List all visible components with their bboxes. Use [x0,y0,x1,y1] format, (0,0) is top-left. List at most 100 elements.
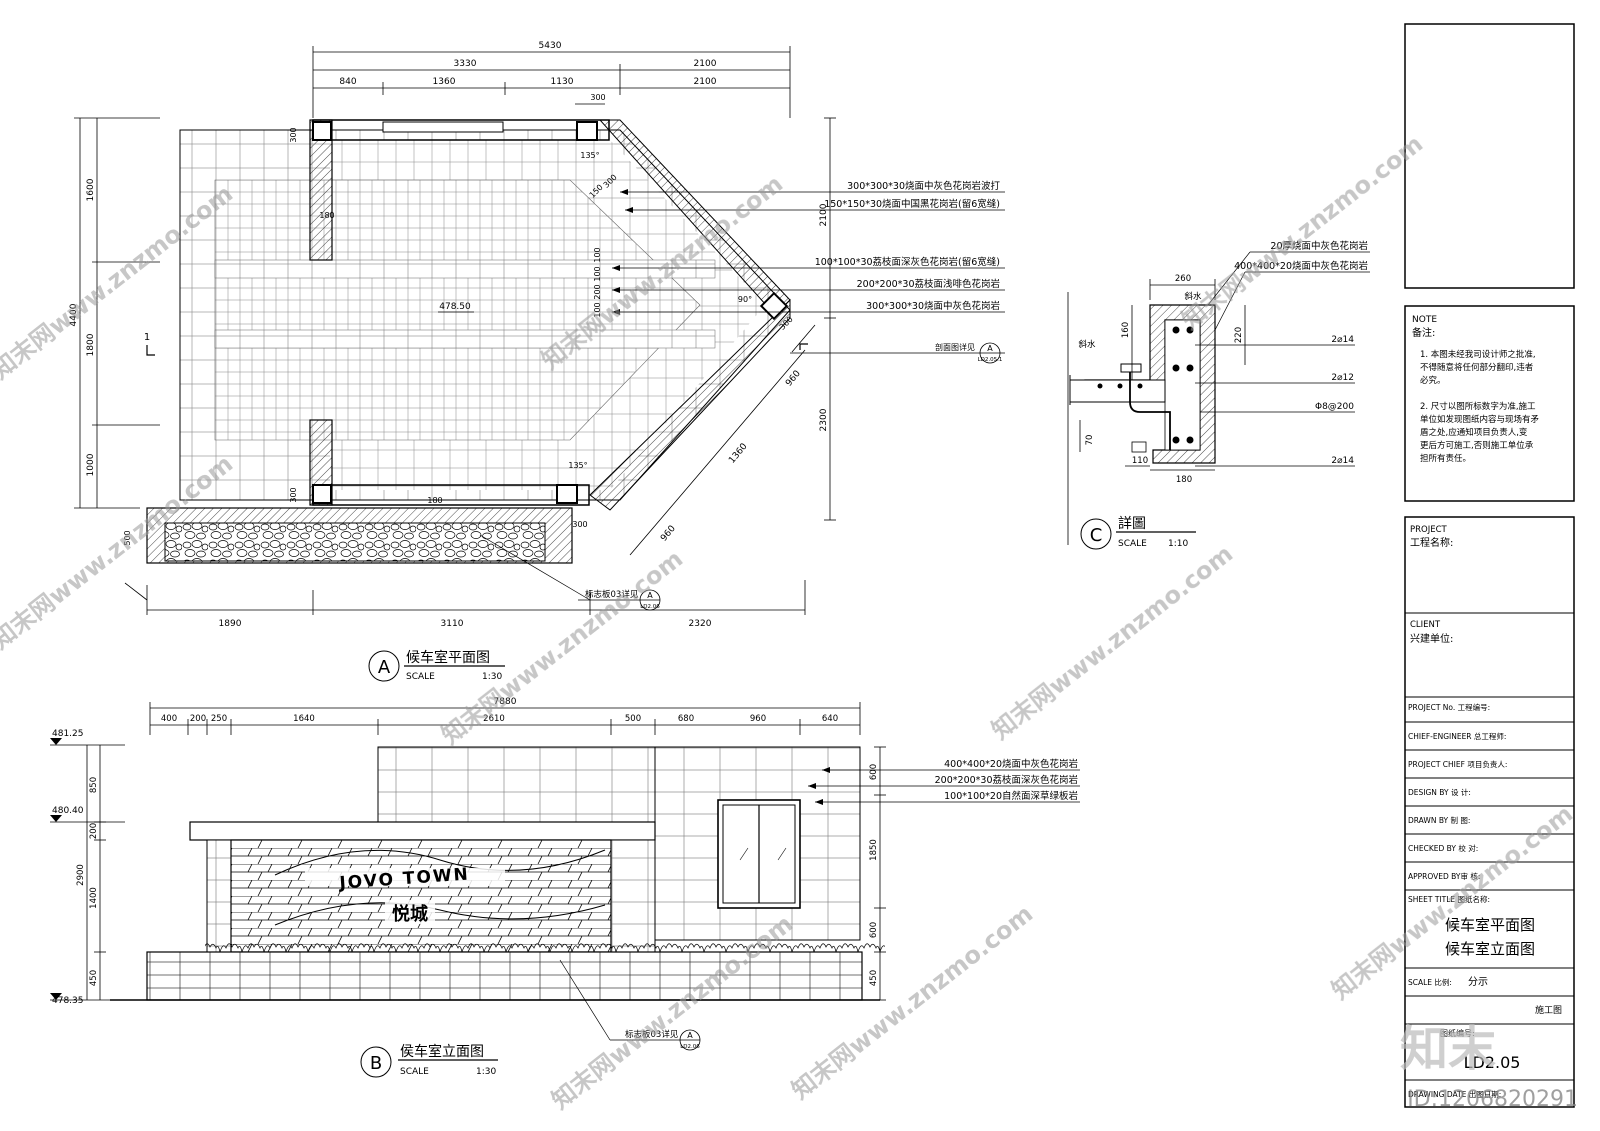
elev-dims-right [874,746,886,1001]
elev-level-3: 478.35 [52,996,84,1006]
plan-planter-pebbles [164,522,546,562]
tb-chief-engineer: CHIEF-ENGINEER 总工程师: [1408,731,1506,741]
plan-dim-1000: 1000 [86,453,96,476]
elev-sign-cn-bg [385,900,435,924]
elev-left-pier [206,839,232,953]
plan-dim-500-left: 500 [123,530,132,545]
tb-note-en: NOTE [1412,315,1437,325]
tb-scale-value: 分示 [1468,976,1488,988]
elev-dim-640: 640 [822,714,838,724]
detail-slope-1: 斜水 [1184,291,1202,302]
tb-project-en: PROJECT [1410,525,1448,535]
elev-dim-left-850: 850 [89,777,99,793]
detail-dim-70: 70 [1085,435,1095,446]
tb-project-no: PROJECT No. 工程编号: [1408,702,1490,712]
plan-dim-300-bot: 300 [572,520,587,529]
elev-dim-680: 680 [678,714,694,724]
plan-section-ref-tag: A [987,344,993,353]
plan-dim-small-4: 100 [593,302,602,317]
tb-note2-l4: 更后方可施工,否则施工单位承 [1420,440,1534,451]
elev-sign-ref-sheet: LD2.06 [680,1044,700,1050]
plan-callout-2: 150*150*30烧面中国黑花岗岩(留6宽缝) [824,198,1000,210]
plan-callout-4: 200*200*30荔枝面浅啡色花岗岩 [857,278,1000,290]
elev-window-glare-2 [777,847,787,861]
elev-callout-arrows [808,767,830,805]
elev-sign-wall [230,839,612,953]
plan-dims-top [312,46,791,118]
elev-sign-wave-2 [274,902,606,926]
elev-level-2: 480.40 [52,806,84,816]
plan-dim-1600: 1600 [86,178,96,201]
elev-dim-right-1850: 1850 [869,839,879,861]
detail-scale-label: SCALE [1118,539,1147,549]
plan-wall-diag-lower [589,298,791,511]
tb-drawn-by: DRAWN BY 制 图: [1408,815,1470,825]
plan-section-mark: 1 [144,332,150,343]
detail-rebar-4: 2⌀14 [1331,456,1354,466]
elev-dim-200: 200 [190,714,206,724]
elev-dim-right-450: 450 [869,970,879,986]
plan-window-top [382,121,504,133]
elev-callout-leaders [808,769,1080,803]
plan-dim-total: 5430 [539,41,562,51]
tb-project-cn: 工程名称: [1410,536,1453,549]
plan-floor-center [214,179,701,441]
plan-dim-4400: 4400 [69,303,79,326]
elev-scale-label: SCALE [400,1067,429,1077]
tb-note2-l3: 盾之处,应通知项目负责人,变 [1420,427,1528,438]
tb-sheet-title-2: 候车室立面图 [1445,940,1535,958]
detail-title-marker [1080,518,1112,550]
plan-dim-300: 300 [590,93,605,102]
watermark-logo: 知末 [1400,1021,1496,1077]
tb-client-en: CLIENT [1410,620,1441,630]
tb-date-row: DRAWING DATE 出图日期: [1408,1089,1501,1099]
tb-row-lines [1405,612,1574,1081]
plan-title-marker [368,650,400,682]
plan-dims-bottom [124,580,806,615]
elev-sign-ref-tag: A [687,1031,693,1040]
plan-section-line-right [799,343,808,350]
elev-dim-left-450: 450 [89,970,99,986]
plan-dim-1800: 1800 [86,333,96,356]
tb-project-chief: PROJECT CHIEF 项目负责人: [1408,759,1507,769]
plan-callout-5: 300*300*30烧面中灰色花岗岩 [866,300,1000,312]
plan-scale-label: SCALE [406,672,435,682]
detail-dim-220: 220 [1234,327,1244,343]
elev-title-marker [360,1046,392,1078]
tb-client-cn: 兴建单位: [1410,632,1453,645]
elev-callout-3: 100*100*20自然面深草绿板岩 [944,790,1078,802]
elev-sign-wall-right [610,839,656,953]
watermark-8: 知末网www.znzmo.com [1176,130,1428,335]
detail-view: 260 160 220 70 110 180 斜水 斜水 20厚烧面中灰色花岗岩… [1067,240,1370,550]
elev-dim-right-600b: 600 [869,922,879,938]
tb-note2-l2: 单位如发现图纸内容与现场有矛 [1420,414,1540,425]
plan-callout-1: 300*300*30烧面中灰色花岗岩波打 [847,180,1000,192]
tb-note1-l1: 1. 本图未经我司设计师之批准, [1420,349,1536,360]
plan-dim-2320: 2320 [689,619,712,629]
tb-stage: 施工图 [1535,1004,1562,1016]
plan-dim-diag-1360: 1360 [727,442,750,466]
elev-title-marker-letter: B [370,1053,382,1074]
detail-dim-160: 160 [1121,322,1131,338]
detail-scale-value: 1:10 [1168,539,1188,549]
plan-dim-small-3: 200 [593,284,602,299]
plan-angle-3: 135° [568,461,587,470]
plan-section-ref: 剖面图详见 [935,342,975,352]
elevation-view: JOVO TOWN 悦城 7880 400 200 2 [50,697,1080,1078]
elev-sign-wave [274,849,606,876]
plan-sign-leader [479,534,591,601]
tb-main-box [1404,516,1575,1108]
tb-drawing-no: LD2.05 [1464,1053,1521,1072]
plan-callout-leaders [612,191,1005,354]
detail-slope-2: 斜水 [1078,339,1096,350]
plan-dim-180-left-b: 180 [427,496,442,505]
elev-dim-960: 960 [750,714,766,724]
tb-note-cn: 备注: [1412,326,1435,339]
tb-note1-l2: 不得随意将任何部分翻印,违者 [1420,362,1534,373]
title-block: NOTE 备注: 1. 本图未经我司设计师之批准, 不得随意将任何部分翻印,违者… [1404,23,1575,1108]
elev-level-marker-3 [50,993,62,1000]
elev-sign-cn: 悦城 [392,903,428,925]
elev-window-glare-1 [739,847,749,861]
detail-dim-260: 260 [1175,274,1191,284]
